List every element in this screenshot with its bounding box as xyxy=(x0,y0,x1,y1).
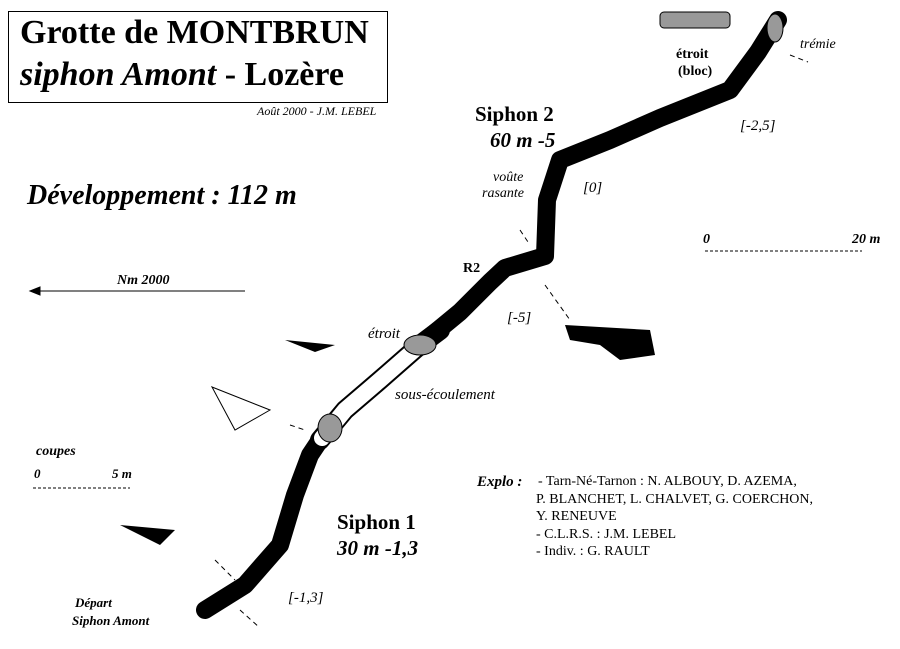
block-tremie xyxy=(766,13,784,43)
explo-label: Explo : xyxy=(477,474,523,490)
etroit-label: étroit xyxy=(368,326,400,342)
tremie-label: trémie xyxy=(800,37,836,52)
siphon1-label: Siphon 1 xyxy=(337,510,416,534)
subtitle-region: - Lozère xyxy=(216,56,344,93)
sections-scale-end: 5 m xyxy=(112,466,132,481)
explo-list: - Tarn-Né-Tarnon : N. ALBOUY, D. AZEMA, … xyxy=(536,473,814,561)
depart-siphon-label: Siphon Amont xyxy=(72,613,150,628)
explo-line: - Tarn-Né-Tarnon : N. ALBOUY, D. AZEMA, xyxy=(538,474,797,489)
depart-label: Départ xyxy=(75,595,112,610)
subtitle-siphon: siphon Amont xyxy=(20,56,217,93)
sous-ecoulement-label: sous-écoulement xyxy=(395,387,495,403)
block-lower xyxy=(317,413,343,443)
depth-top: [-2,5] xyxy=(740,118,776,134)
scale-end: 20 m xyxy=(852,232,881,247)
depth-m5: [-5] xyxy=(507,310,532,326)
depth-0: [0] xyxy=(583,180,603,196)
section-lines xyxy=(214,54,809,629)
title-box xyxy=(8,11,388,103)
title: Grotte de MONTBRUN xyxy=(20,14,369,51)
r2-label: R2 xyxy=(463,261,481,276)
north-label: Nm 2000 xyxy=(117,273,170,288)
siphon2-dims: 60 m -5 xyxy=(490,128,556,152)
explo-line: Y. RENEUVE xyxy=(536,509,617,524)
credit: Août 2000 - J.M. LEBEL xyxy=(257,104,377,118)
siphon1-dims: 30 m -1,3 xyxy=(337,536,419,560)
passage-siphon1 xyxy=(196,431,329,619)
scale-start: 0 xyxy=(703,232,710,247)
subtitle: siphon Amont - Lozère xyxy=(20,56,344,94)
siphon2-label: Siphon 2 xyxy=(475,102,554,126)
explo-line: - C.L.R.S. : J.M. LEBEL xyxy=(536,526,677,542)
passage-siphon2 xyxy=(411,11,787,354)
north-arrow xyxy=(28,286,245,296)
explo-line: - Indiv. : G. RAULT xyxy=(536,544,650,559)
block-top-section xyxy=(659,11,731,29)
etroit-bloc-2: (bloc) xyxy=(678,64,713,79)
sections-label: coupes xyxy=(36,444,76,459)
block-etroit xyxy=(403,334,437,356)
blocks xyxy=(317,11,784,443)
etroit-bloc: étroit xyxy=(676,47,709,62)
explo-line: P. BLANCHET, L. CHALVET, G. COERCHON, xyxy=(536,491,814,507)
development: Développement : 112 m xyxy=(27,180,297,211)
sections-scale-start: 0 xyxy=(34,466,41,481)
rasante-label: rasante xyxy=(482,186,524,201)
cross-sections xyxy=(120,325,655,545)
depth-m13: [-1,3] xyxy=(288,590,324,606)
voute-label: voûte xyxy=(493,170,524,185)
